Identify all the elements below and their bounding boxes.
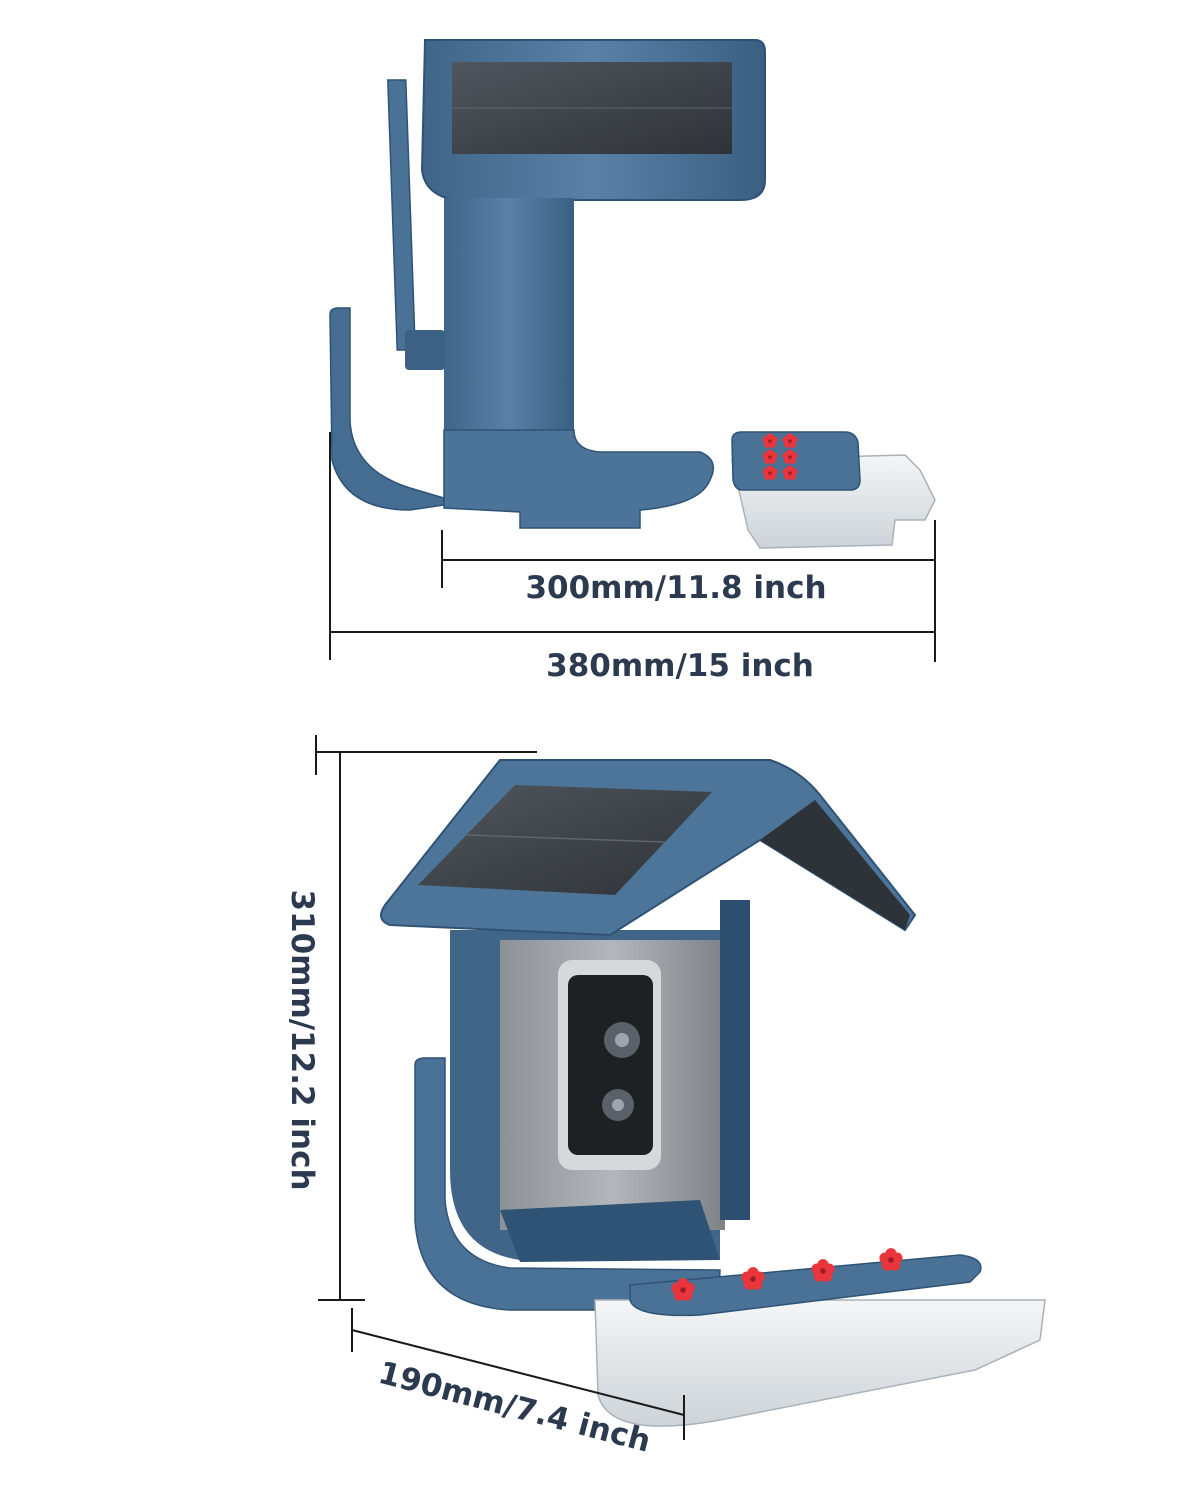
front-view-feeder (380, 759, 1046, 1427)
side-mount-bracket (329, 307, 445, 511)
side-view-feeder (329, 39, 936, 549)
front-view-dimensions (315, 735, 685, 1440)
side-hanging-plate (387, 79, 416, 351)
camera-body (568, 975, 653, 1155)
front-clear-seed-tray (594, 1299, 1046, 1427)
height-label: 310mm/12.2 inch (284, 889, 320, 1190)
front-solar-panel (418, 785, 712, 895)
depth-total-label: 380mm/15 inch (546, 648, 814, 684)
front-floor (500, 1200, 720, 1262)
side-knob (405, 330, 445, 370)
side-view-dimensions (329, 432, 936, 662)
side-base-tray (443, 429, 715, 529)
depth-short-label: 300mm/11.8 inch (525, 570, 826, 606)
front-right-pillar (720, 900, 750, 1220)
side-flower-lid (731, 431, 861, 491)
